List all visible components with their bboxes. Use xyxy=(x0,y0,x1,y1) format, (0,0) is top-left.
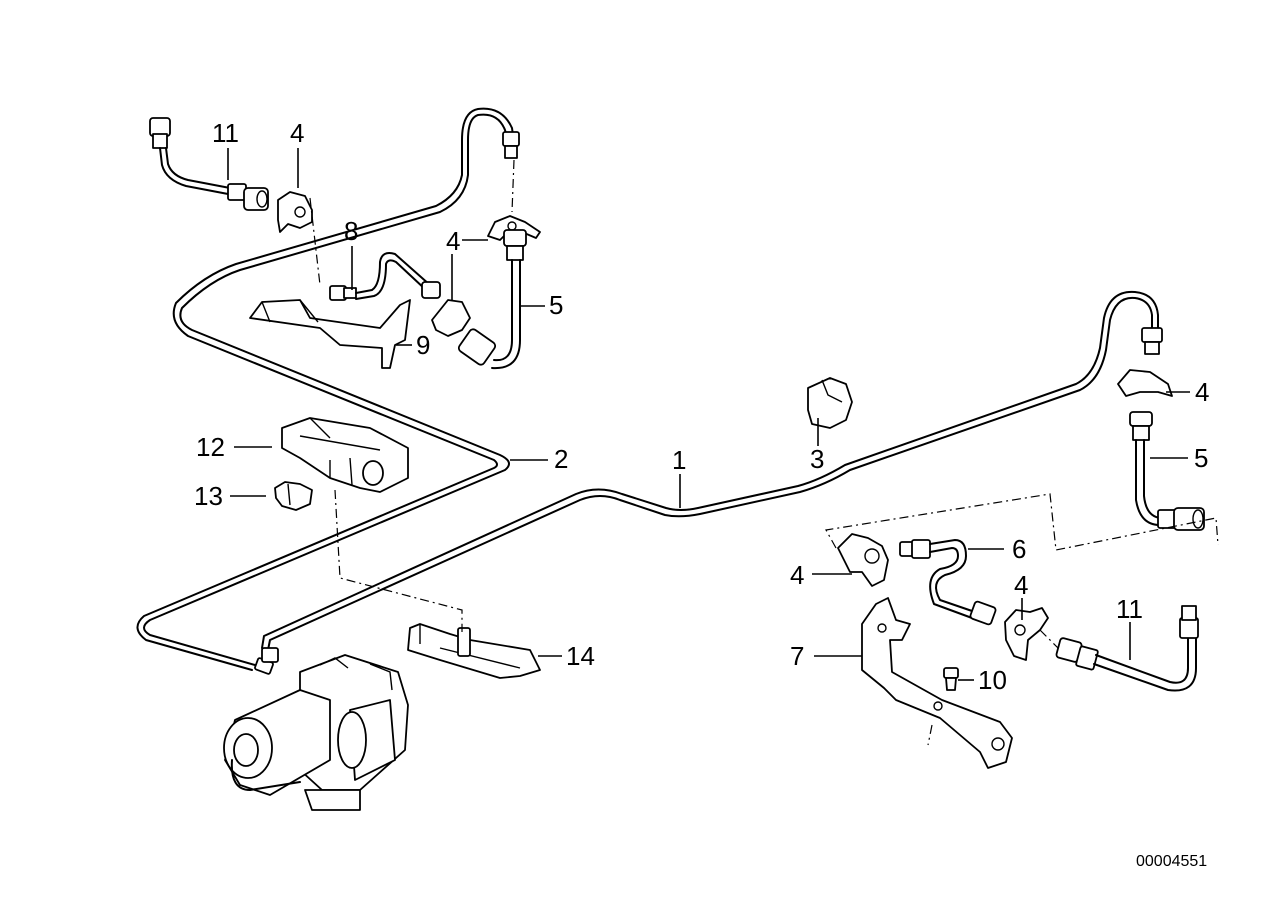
clip-13 xyxy=(274,481,313,511)
callout-7: 7 xyxy=(790,641,804,671)
callout-11-right: 11 xyxy=(1116,594,1143,624)
pipe-clip-4-middle xyxy=(431,299,471,337)
brake-hose-11-left xyxy=(149,117,269,211)
pipe-clip-4-lower-middle xyxy=(837,533,889,587)
pipe-clip-4-lower-right xyxy=(1004,607,1049,661)
callout-5-top: 5 xyxy=(549,290,563,320)
callout-2: 2 xyxy=(554,444,568,474)
callout-4-right: 4 xyxy=(1195,377,1209,407)
callout-4-top-middle: 4 xyxy=(446,226,460,256)
bolt-10 xyxy=(943,667,959,691)
brake-hose-5-top xyxy=(457,229,527,370)
callout-3: 3 xyxy=(810,444,824,474)
callout-4-top-left: 4 xyxy=(290,118,304,148)
brake-pipe-1 xyxy=(261,290,1159,651)
callout-5-right: 5 xyxy=(1194,443,1208,473)
callout-9: 9 xyxy=(416,330,430,360)
callout-12: 12 xyxy=(196,432,225,462)
hydraulic-unit xyxy=(223,654,409,811)
holder-14 xyxy=(407,623,541,679)
callout-4-lower-right: 4 xyxy=(1014,570,1028,600)
pipe-unions-pump xyxy=(254,647,279,675)
callout-1: 1 xyxy=(672,445,686,475)
brake-hose-5-right xyxy=(1129,411,1205,531)
bracket-7 xyxy=(861,597,1013,769)
brake-hose-11-right xyxy=(1055,605,1199,692)
callout-10: 10 xyxy=(978,665,1007,695)
holder-12 xyxy=(281,417,409,493)
callout-14: 14 xyxy=(566,641,595,671)
pipe-union-top xyxy=(502,131,520,159)
bracket-9 xyxy=(249,299,411,369)
callout-11-left: 11 xyxy=(212,118,239,148)
leader-lines xyxy=(227,148,1190,681)
pipe-union-right-top xyxy=(1141,327,1163,355)
callout-6: 6 xyxy=(1012,534,1026,564)
brake-pipe-2 xyxy=(136,107,516,671)
brake-pipe-8 xyxy=(329,252,441,301)
brake-pipe-6 xyxy=(899,539,997,626)
callout-4-lower-middle: 4 xyxy=(790,560,804,590)
assembly-dashed-lines xyxy=(309,159,1219,746)
callout-13: 13 xyxy=(194,481,223,511)
document-number: 00004551 xyxy=(1136,853,1207,870)
pipe-clip-4-right xyxy=(1117,369,1173,397)
pipe-clip-4-top-left xyxy=(277,191,313,233)
grommet-3 xyxy=(807,377,853,429)
callout-8: 8 xyxy=(344,216,358,246)
